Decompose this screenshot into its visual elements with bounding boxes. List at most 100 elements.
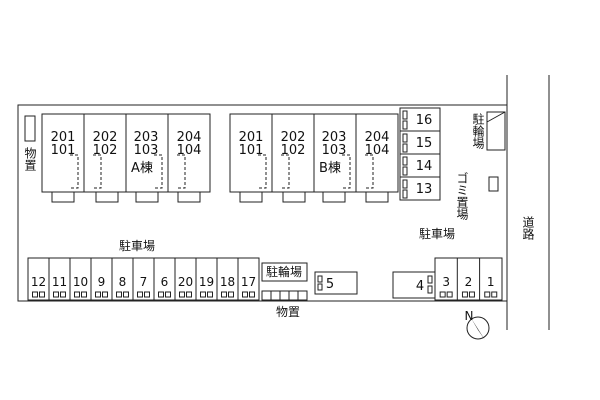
wheel-stop — [461, 291, 468, 298]
parking-bottom-left-outline — [27, 257, 260, 301]
wheel-stop — [116, 291, 122, 298]
parking-space-number: 13 — [416, 182, 433, 197]
bicycle-parking-bottom: 駐輪場 物置 — [261, 262, 308, 319]
wheel-stop — [95, 291, 101, 298]
building-b-entrance — [239, 191, 263, 203]
road: 道路 — [506, 75, 550, 330]
building-b-stair — [342, 154, 351, 189]
parking-space-number: 17 — [241, 275, 256, 289]
wheel-stop — [186, 291, 192, 298]
parking-space-number: 8 — [119, 275, 127, 289]
building-a-stair — [70, 154, 79, 189]
parking-space-number: 5 — [326, 277, 334, 292]
unit-number: 202 — [281, 130, 306, 145]
unit-number: 201 — [239, 130, 264, 145]
wheel-stop — [402, 120, 408, 130]
building-b: 201 101 202 102 203 103 204 104 B棟 — [229, 113, 399, 203]
wheel-stop — [144, 291, 150, 298]
building-b-stair — [281, 154, 290, 189]
parking-space-number: 14 — [416, 159, 433, 174]
wheel-stop — [165, 291, 171, 298]
wheel-stop — [228, 291, 234, 298]
parking-space-number: 20 — [178, 275, 193, 289]
wheel-stop — [402, 166, 408, 176]
parking-label-right: 駐車場 — [419, 226, 455, 241]
unit-number: 103 — [134, 143, 159, 158]
bicycle-parking-top-label: 駐輪場 — [471, 112, 485, 150]
wheel-stop — [53, 291, 59, 298]
wheel-stop — [207, 291, 213, 298]
building-a-entrance — [177, 191, 201, 203]
building-b-label: B棟 — [319, 161, 341, 176]
parking-space-number: 2 — [465, 275, 473, 289]
site-boundary — [17, 104, 508, 302]
unit-number: 204 — [177, 130, 202, 145]
bicycle-parking-bottom-box — [261, 262, 308, 282]
wheel-stop — [446, 291, 453, 298]
unit-number: 203 — [134, 130, 159, 145]
wheel-stop — [179, 291, 185, 298]
wheel-stop — [402, 179, 408, 189]
wheel-stop — [317, 275, 323, 283]
wheel-stop — [39, 291, 45, 298]
north-arrow-needle — [471, 318, 485, 340]
building-a-stair — [177, 154, 186, 189]
unit-number: 101 — [239, 143, 264, 158]
unit-number: 201 — [51, 130, 76, 145]
building-a-entrance — [135, 191, 159, 203]
parking-space-5: 5 — [314, 271, 358, 295]
unit-number: 203 — [322, 130, 347, 145]
road-label: 道路 — [521, 216, 535, 241]
wheel-stop — [32, 291, 38, 298]
north-arrow-circle — [466, 316, 490, 340]
parking-bottom-right-outline — [434, 257, 503, 301]
storage-left-box — [24, 115, 36, 142]
wheel-stop — [200, 291, 206, 298]
wheel-stop — [137, 291, 143, 298]
north-arrow: N — [465, 309, 490, 340]
unit-number: 104 — [365, 143, 390, 158]
wheel-stop — [402, 110, 408, 120]
unit-number: 104 — [177, 143, 202, 158]
wheel-stop — [427, 285, 433, 294]
wheel-stop — [491, 291, 498, 298]
north-label: N — [465, 309, 474, 323]
parking-space-number: 18 — [220, 275, 235, 289]
building-b-stair — [365, 154, 374, 189]
bicycle-parking-top-box — [486, 111, 506, 151]
unit-number: 102 — [93, 143, 118, 158]
garbage-area: ゴミ置場 — [455, 171, 499, 221]
building-a-label: A棟 — [131, 161, 153, 176]
unit-number: 103 — [322, 143, 347, 158]
bicycle-parking-top: 駐輪場 — [471, 111, 506, 151]
parking-right-column: 16 15 14 13 — [399, 107, 441, 201]
bicycle-parking-roof-line — [486, 111, 506, 123]
unit-number: 202 — [93, 130, 118, 145]
wheel-stop — [81, 291, 87, 298]
garbage-label: ゴミ置場 — [455, 171, 469, 221]
storage-left: 物置 — [23, 115, 37, 171]
wheel-stop — [439, 291, 446, 298]
parking-space-number: 7 — [140, 275, 148, 289]
parking-label-left: 駐車場 — [119, 238, 155, 253]
wheel-stop — [158, 291, 164, 298]
parking-space-number: 11 — [52, 275, 67, 289]
wheel-stop — [468, 291, 475, 298]
parking-space-number: 6 — [161, 275, 169, 289]
building-b-entrance — [282, 191, 306, 203]
building-b-entrance — [322, 191, 346, 203]
parking-space-number: 4 — [416, 279, 424, 294]
wheel-stop — [60, 291, 66, 298]
wheel-stop — [249, 291, 255, 298]
building-a-entrance — [51, 191, 75, 203]
wheel-stop — [402, 156, 408, 166]
unit-number: 101 — [51, 143, 76, 158]
wheel-stop — [221, 291, 227, 298]
building-b-entrance — [365, 191, 389, 203]
building-b-stair — [258, 154, 267, 189]
wheel-stop — [102, 291, 108, 298]
wheel-stop — [427, 275, 433, 284]
